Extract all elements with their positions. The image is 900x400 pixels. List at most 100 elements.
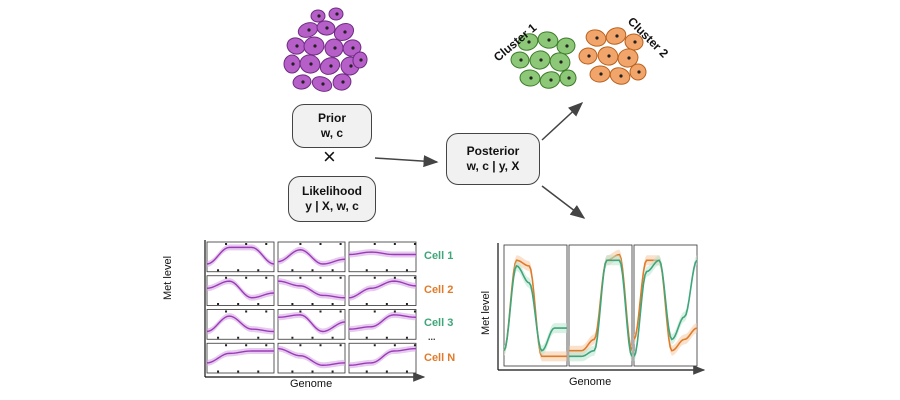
- cluster-2-cell: [578, 47, 598, 65]
- observation-dot: [265, 344, 268, 347]
- arrow-to-clusters: [541, 101, 584, 141]
- row-label-cell-3: Cell 3: [424, 317, 454, 329]
- cluster-2-cell: [617, 48, 639, 68]
- input-cell: [299, 54, 321, 74]
- observation-dot: [365, 370, 368, 373]
- observation-dot: [257, 336, 260, 339]
- cluster-1-cell: [549, 52, 571, 72]
- observation-dot: [237, 269, 240, 272]
- cluster-1-cell: [539, 71, 561, 89]
- profile-curve: [348, 347, 417, 366]
- input-cell: [310, 9, 326, 23]
- observation-dot: [225, 276, 228, 279]
- observation-dot: [265, 310, 268, 313]
- observation-dot: [245, 243, 248, 245]
- observation-dot: [319, 310, 322, 313]
- cluster-1-cell: [519, 69, 541, 87]
- cell-panel: [348, 342, 417, 374]
- right-xlabel: Genome: [569, 376, 612, 388]
- cluster-1-cell: [517, 33, 539, 51]
- observation-dot: [245, 344, 248, 347]
- input-cell: [319, 57, 341, 75]
- row-label-cell-2: Cell 2: [424, 284, 454, 296]
- observation-dot: [291, 336, 294, 339]
- cell-panel: [277, 241, 346, 273]
- observation-dot: [373, 276, 376, 279]
- input-cell: [283, 54, 301, 74]
- cluster-2-cells: [578, 27, 647, 85]
- observation-dot: [385, 370, 388, 373]
- observation-dot: [245, 276, 248, 279]
- cluster-1-cells: [510, 31, 577, 89]
- cluster-2-cell: [589, 65, 611, 83]
- profile-curve: [277, 280, 346, 299]
- observation-dot: [365, 303, 368, 305]
- observation-dot: [237, 303, 240, 305]
- cluster-1-cell: [556, 37, 576, 55]
- observation-dot: [237, 370, 240, 373]
- observation-dot: [413, 276, 416, 279]
- observation-dot: [257, 370, 260, 373]
- observation-dot: [217, 269, 220, 272]
- cell-panel: [277, 309, 346, 340]
- cluster-2-cell: [597, 46, 619, 66]
- observation-dot: [257, 269, 260, 272]
- row-label-cell-n: Cell N: [424, 352, 456, 364]
- cell-panel: [206, 241, 275, 273]
- observation-dot: [331, 336, 334, 339]
- input-cell: [311, 76, 333, 92]
- cell-panel: [277, 342, 346, 374]
- observation-dot: [413, 310, 416, 313]
- input-cell: [333, 22, 355, 42]
- observation-dot: [405, 303, 408, 305]
- observation-dot: [331, 303, 334, 305]
- observation-dot: [365, 269, 368, 272]
- profile-curve: [277, 347, 346, 366]
- input-cell: [316, 20, 336, 36]
- cluster-profile-curve: [633, 259, 698, 357]
- profile-curve: [277, 314, 346, 333]
- observation-dot: [373, 310, 376, 313]
- cell-panel: [277, 275, 346, 306]
- cluster-2-cell: [629, 63, 647, 81]
- likelihood-box: Likelihood y | X, w, c: [288, 176, 376, 222]
- profile-curve: [348, 314, 417, 330]
- profile-curve: [348, 251, 416, 256]
- observation-dot: [299, 310, 302, 313]
- observation-dot: [225, 344, 228, 347]
- uncertainty-band: [207, 348, 274, 366]
- cluster-methylation-profiles-plot: [497, 243, 706, 375]
- likelihood-params: y | X, w, c: [305, 199, 359, 213]
- observation-dot: [405, 336, 408, 339]
- observation-dot: [319, 276, 322, 279]
- per-cell-methylation-plot: [204, 240, 426, 382]
- cluster-profile-curve: [569, 259, 633, 358]
- input-cell: [352, 51, 368, 69]
- observation-dot: [311, 303, 314, 305]
- observation-dot: [291, 269, 294, 272]
- observation-dot: [393, 310, 396, 313]
- observation-dot: [299, 276, 302, 279]
- profile-curve: [277, 249, 346, 265]
- cluster-1-cell: [529, 50, 551, 70]
- prior-title: Prior: [317, 111, 346, 125]
- observation-dot: [265, 276, 268, 279]
- row-label-cell-1: Cell 1: [424, 250, 454, 262]
- left-xlabel: Genome: [290, 378, 333, 390]
- observation-dot: [339, 344, 342, 347]
- input-cell: [332, 73, 352, 91]
- input-cell: [324, 38, 344, 58]
- input-cell: [303, 36, 325, 56]
- observation-dot: [373, 344, 376, 347]
- cluster-1-cell: [559, 69, 577, 87]
- observation-dot: [299, 243, 302, 245]
- uncertainty-band: [349, 278, 416, 301]
- prior-box: Prior w, c: [292, 104, 372, 148]
- observation-dot: [413, 243, 416, 245]
- observation-dot: [385, 303, 388, 305]
- cluster-2-cell: [585, 29, 607, 47]
- observation-dot: [365, 336, 368, 339]
- observation-dot: [291, 370, 294, 373]
- profile-curve: [206, 246, 275, 265]
- input-cell-population: [283, 7, 368, 92]
